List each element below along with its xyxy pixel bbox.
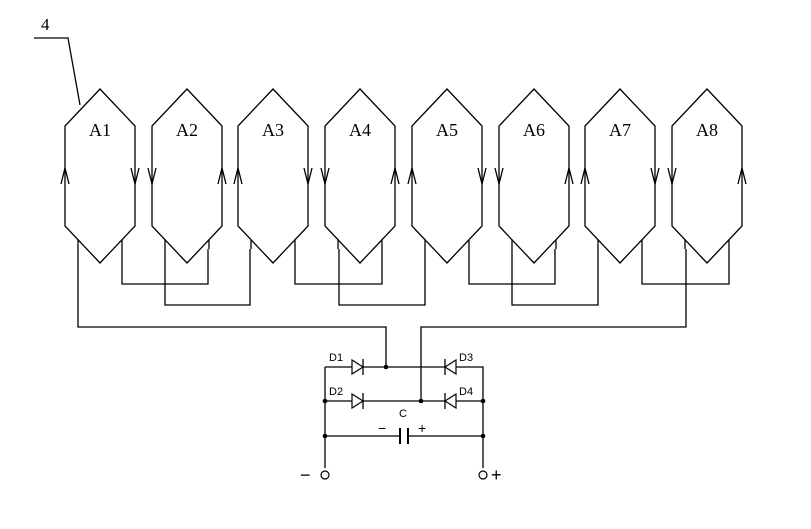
terminal-negative: − <box>300 465 330 485</box>
coil-1: A1 <box>60 88 140 264</box>
wire-a2-a3 <box>164 249 251 306</box>
coil-label: A4 <box>349 120 371 140</box>
coil-7: A7 <box>580 88 660 264</box>
coil-label: A6 <box>523 120 545 140</box>
capacitor-label: C <box>399 408 407 420</box>
arrow-up-icon <box>477 167 487 185</box>
coil-label: A8 <box>696 120 718 140</box>
junction-dot <box>480 398 486 404</box>
coil-8: A8 <box>667 88 747 264</box>
coil-group: A1 A2 A3 A4 A5 A6 A7 A8 <box>60 88 747 264</box>
junction-dot <box>480 433 486 439</box>
arrow-up-icon <box>60 167 70 185</box>
coil-outline <box>671 88 743 264</box>
terminal-positive-label: + <box>491 465 502 485</box>
coil-interconnect-wiring <box>77 249 730 401</box>
arrow-up-icon <box>407 167 417 185</box>
coil-label: A5 <box>436 120 458 140</box>
arrow-up-icon <box>650 167 660 185</box>
diode-d3-triangle <box>443 358 457 376</box>
coil-outline <box>64 88 136 264</box>
coil-5: A5 <box>407 88 487 264</box>
arrow-down-icon <box>667 167 677 185</box>
coil-outline <box>584 88 656 264</box>
wire-a8-to-bridge <box>420 249 687 401</box>
diode-d2-triangle <box>351 392 365 410</box>
diode-d4: D4 <box>443 386 473 410</box>
junction-dot <box>418 398 424 404</box>
capacitor-minus-label: − <box>378 420 386 436</box>
arrow-up-icon <box>303 167 313 185</box>
terminal-negative-circle <box>320 470 330 480</box>
terminal-positive: + <box>478 465 502 485</box>
diode-d3: D3 <box>443 352 473 376</box>
callout-leader <box>34 37 81 106</box>
coil-label: A7 <box>609 120 631 140</box>
coil-outline <box>498 88 570 264</box>
arrow-down-icon <box>564 167 574 185</box>
callout-label: 4 <box>41 15 50 34</box>
junction-dot <box>383 364 389 370</box>
capacitor-plus-label: + <box>418 420 426 436</box>
terminal-negative-label: − <box>300 465 311 485</box>
coil-6: A6 <box>494 88 574 264</box>
diode-d1: D1 <box>329 352 365 376</box>
diode-d1-triangle <box>351 358 365 376</box>
arrow-up-icon <box>580 167 590 185</box>
wire-a6-a7 <box>511 249 599 306</box>
arrow-down-icon <box>737 167 747 185</box>
arrow-down-icon <box>217 167 227 185</box>
arrow-down-icon <box>390 167 400 185</box>
wire-a1-to-bridge <box>77 249 387 367</box>
coil-outline <box>411 88 483 264</box>
diode-d4-label: D4 <box>459 386 473 398</box>
coil-outline <box>324 88 396 264</box>
diode-d1-label: D1 <box>329 352 343 364</box>
coil-outline <box>151 88 223 264</box>
arrow-down-icon <box>320 167 330 185</box>
arrow-down-icon <box>494 167 504 185</box>
arrow-up-icon <box>130 167 140 185</box>
terminal-positive-circle <box>478 470 488 480</box>
coil-label: A2 <box>176 120 198 140</box>
coil-label: A1 <box>89 120 111 140</box>
arrow-up-icon <box>233 167 243 185</box>
bridge-rectifier: D1 D2 D3 D4 C − + <box>300 352 502 485</box>
coil-2: A2 <box>147 88 227 264</box>
diode-d3-label: D3 <box>459 352 473 364</box>
arrow-down-icon <box>147 167 157 185</box>
junction-dot <box>322 398 328 404</box>
bridge-top-row <box>325 366 484 401</box>
coil-4: A4 <box>320 88 400 264</box>
coil-outline <box>237 88 309 264</box>
junction-dot <box>322 433 328 439</box>
coil-3: A3 <box>233 88 313 264</box>
diode-d2: D2 <box>329 386 365 410</box>
diode-d4-triangle <box>443 392 457 410</box>
diode-d2-label: D2 <box>329 386 343 398</box>
capacitor-c: C − + <box>325 408 483 444</box>
callout: 4 <box>34 15 81 106</box>
wire-a4-a5 <box>338 249 426 306</box>
coil-label: A3 <box>262 120 284 140</box>
